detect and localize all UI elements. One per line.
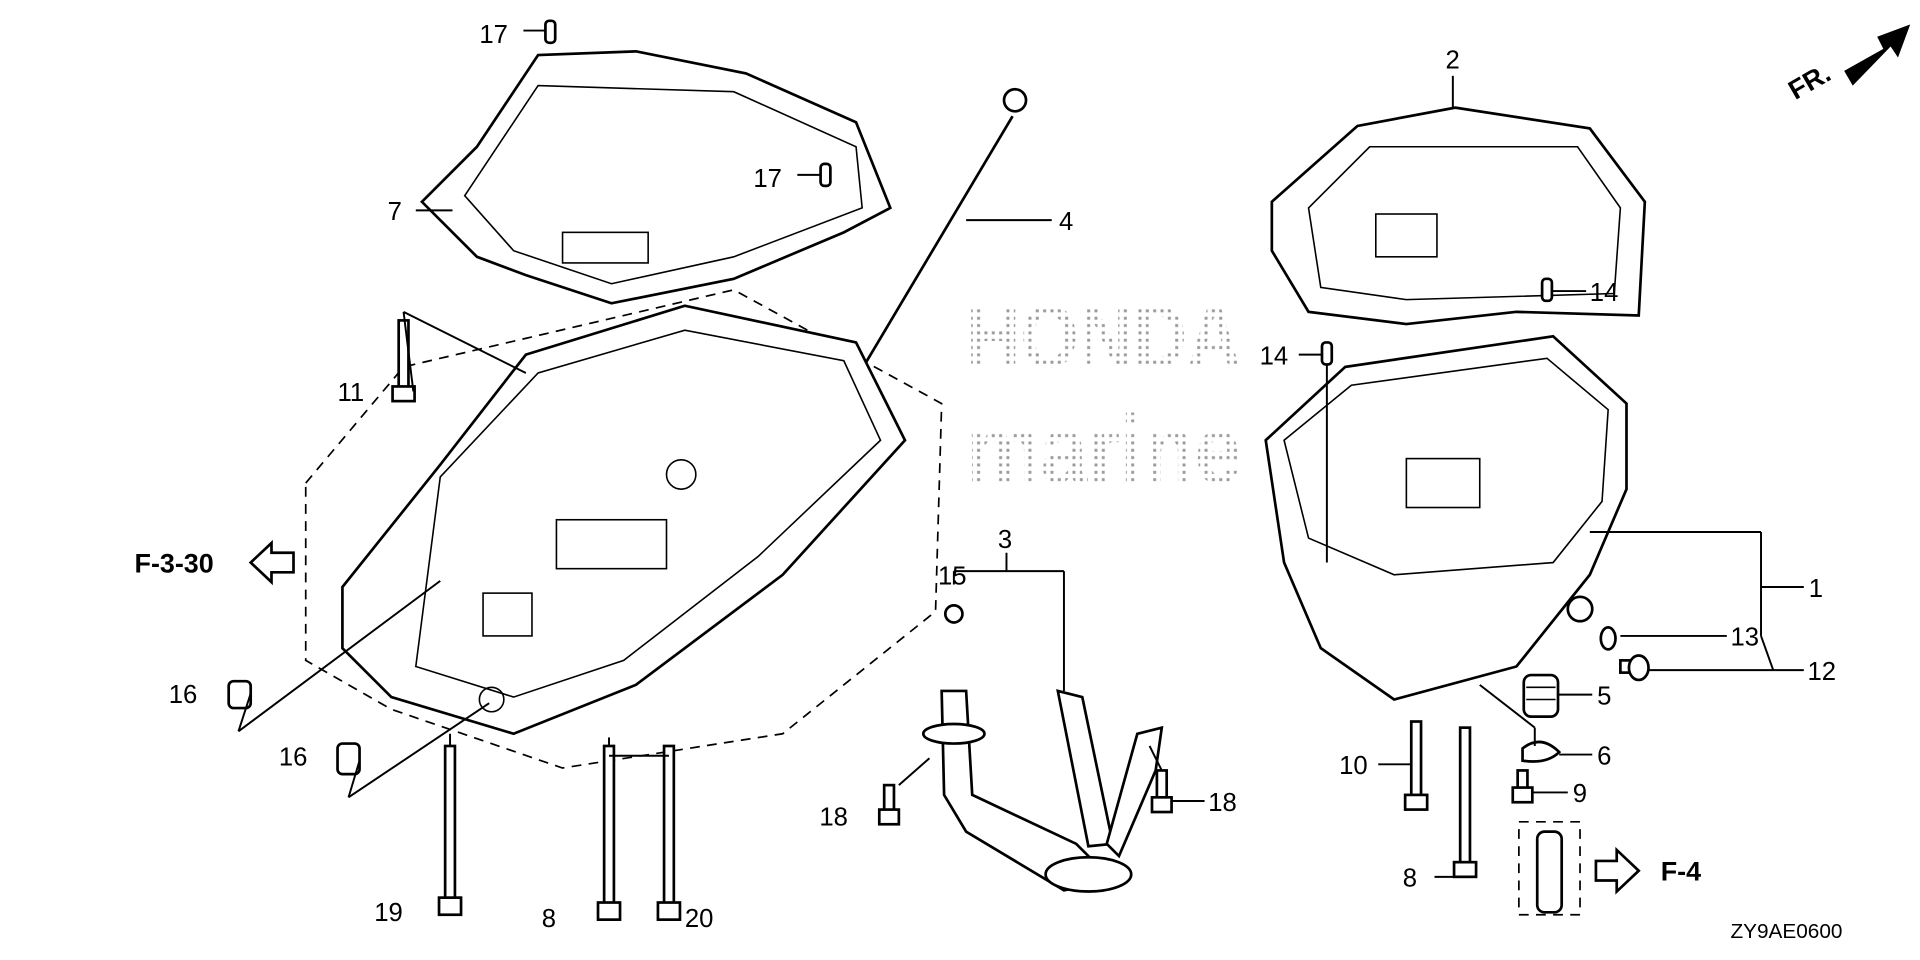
callout-11[interactable]: 11 (338, 379, 365, 407)
bolt-9 (1511, 769, 1534, 804)
callout-7[interactable]: 7 (388, 198, 402, 226)
bolt-18b (1150, 769, 1173, 814)
callout-8[interactable]: 8 (1403, 865, 1417, 893)
callout-20[interactable]: 20 (685, 905, 714, 933)
dowel-pin-17b (819, 162, 832, 188)
oil-strainer-3 (921, 604, 1164, 893)
callout-14[interactable]: 14 (1260, 342, 1289, 370)
f4-part-box (1518, 820, 1581, 916)
callout-2[interactable]: 2 (1446, 46, 1460, 74)
callout-8[interactable]: 8 (542, 905, 556, 933)
dowel-pin-14b (1320, 341, 1334, 366)
washer-13 (1599, 626, 1617, 651)
bolt-8a (596, 744, 622, 921)
callout-1[interactable]: 1 (1809, 575, 1823, 603)
gasket-7 (420, 50, 892, 305)
reference-f-3-30[interactable]: F-3-30 (135, 539, 295, 586)
callout-17[interactable]: 17 (753, 165, 782, 193)
callout-3[interactable]: 3 (998, 526, 1012, 554)
arrow-right-icon (1594, 846, 1641, 895)
callout-5[interactable]: 5 (1597, 682, 1611, 710)
dipstick-4 (854, 87, 1028, 380)
svg-text:HONDA: HONDA (966, 287, 1241, 386)
bolt-11 (391, 319, 416, 403)
front-direction-indicator: FR. (1783, 24, 1911, 106)
svg-text:F-3-30: F-3-30 (135, 548, 214, 578)
callout-16[interactable]: 16 (279, 744, 308, 772)
svg-text:F-4: F-4 (1661, 857, 1701, 887)
dowel-pin-14a (1540, 277, 1554, 303)
callout-4[interactable]: 4 (1059, 208, 1073, 236)
watermark: HONDA marine (966, 287, 1241, 504)
callout-9[interactable]: 9 (1573, 780, 1587, 808)
callout-17[interactable]: 17 (479, 21, 508, 49)
callout-16[interactable]: 16 (169, 681, 198, 709)
callout-19[interactable]: 19 (374, 899, 403, 927)
callout-18[interactable]: 18 (819, 803, 848, 831)
bolt-18a (877, 783, 901, 826)
callout-15[interactable]: 15 (938, 563, 967, 591)
front-arrow-icon (1844, 24, 1911, 86)
plug-5 (1522, 673, 1560, 718)
svg-text:marine: marine (966, 394, 1241, 504)
callouts: 17 17 7 4 2 14 14 11 3 15 1 13 12 16 16 … (169, 21, 1836, 933)
bolt-10 (1403, 720, 1429, 811)
bolt-19 (437, 744, 463, 917)
bolt-8b (1452, 726, 1478, 879)
reference-f-4[interactable]: F-4 (1594, 846, 1701, 895)
diagram-code: ZY9AE0600 (1730, 920, 1842, 943)
leader-lines (237, 29, 1804, 878)
callout-18[interactable]: 18 (1208, 789, 1237, 817)
bolt-12 (1619, 654, 1650, 682)
gasket-2 (1270, 106, 1647, 326)
svg-text:FR.: FR. (1783, 58, 1836, 106)
dowel-pin-17a (544, 19, 557, 45)
callout-6[interactable]: 6 (1597, 742, 1611, 770)
assembly-outline (304, 288, 943, 769)
clip-6 (1521, 740, 1562, 763)
bolt-20 (656, 744, 682, 921)
callout-13[interactable]: 13 (1730, 624, 1759, 652)
oil-pan-1 (1264, 334, 1628, 701)
callout-12[interactable]: 12 (1807, 658, 1836, 686)
callout-14[interactable]: 14 (1590, 279, 1619, 307)
arrow-left-icon (248, 539, 295, 586)
callout-10[interactable]: 10 (1339, 752, 1368, 780)
oil-pan-case (341, 304, 907, 736)
plug-16b (336, 742, 361, 776)
